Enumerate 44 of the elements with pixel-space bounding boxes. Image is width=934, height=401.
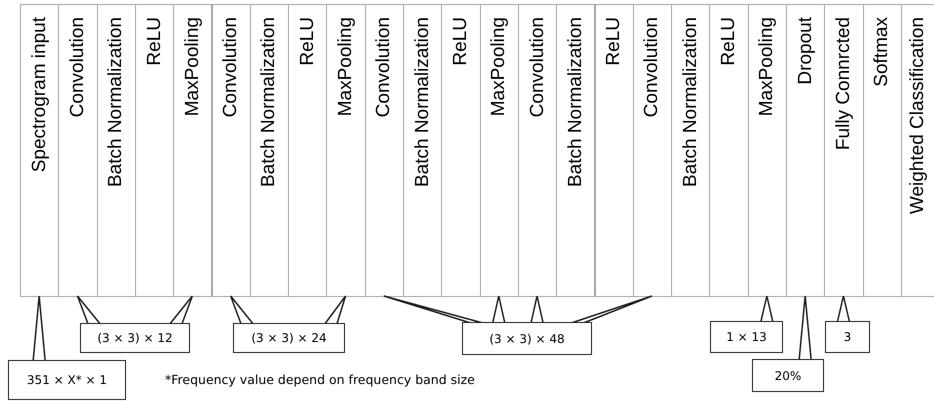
callout-box: (3 × 3) × 48 [462,322,592,355]
layer-box: ReLU [441,4,481,297]
leader-line [492,295,506,324]
layer-box: Spectrogram input [20,4,60,297]
leader-line [76,295,101,324]
layer-box: Convolution [212,4,251,297]
leader-line [169,295,194,324]
layer-box: Fully Connrcted [824,4,864,297]
layer-box: Batch Normalization [403,4,442,297]
leader-line [836,295,850,322]
layer-box: ReLU [134,4,174,297]
leader-line [571,295,653,324]
footnote: *Frequency value depend on frequency band size [165,372,475,387]
layer-box: ReLU [288,4,328,297]
layer-box: MaxPooling [748,4,787,297]
layer-box: Softmax [862,4,902,297]
callout-box: 3 [825,321,870,353]
layer-box: Batch Normalization [96,4,136,297]
leader-line [230,295,254,324]
layer-box: MaxPooling [480,4,519,297]
layer-box: MaxPooling [326,4,366,297]
layer-box: Convolution [632,4,672,297]
layer-box: Batch Normalization [556,4,596,297]
leader-line [324,295,346,324]
leader-line [760,295,774,322]
leader-line [530,295,544,324]
callout-box: (3 × 3) × 24 [233,323,345,353]
layer-box: Batch Normalization [250,4,290,297]
leader-line [383,295,483,324]
leader-line [32,295,46,362]
layer-box: MaxPooling [173,4,212,297]
layer-box: Dropout [786,4,826,297]
layer-box: ReLU [709,4,749,297]
layer-box: Convolution [364,4,404,297]
leader-line [798,295,812,360]
layer-box: Weighted Classification [900,4,934,297]
callout-box: (3 × 3) × 12 [80,323,190,353]
layer-box: Convolution [58,4,98,297]
layer-box: Convolution [518,4,558,297]
callout-box: 20% [752,359,824,392]
callout-box: 1 × 13 [710,321,783,353]
callout-box: 351 × X* × 1 [8,360,126,400]
layer-box: Batch Normalization [671,4,710,297]
layer-box: ReLU [594,4,634,297]
